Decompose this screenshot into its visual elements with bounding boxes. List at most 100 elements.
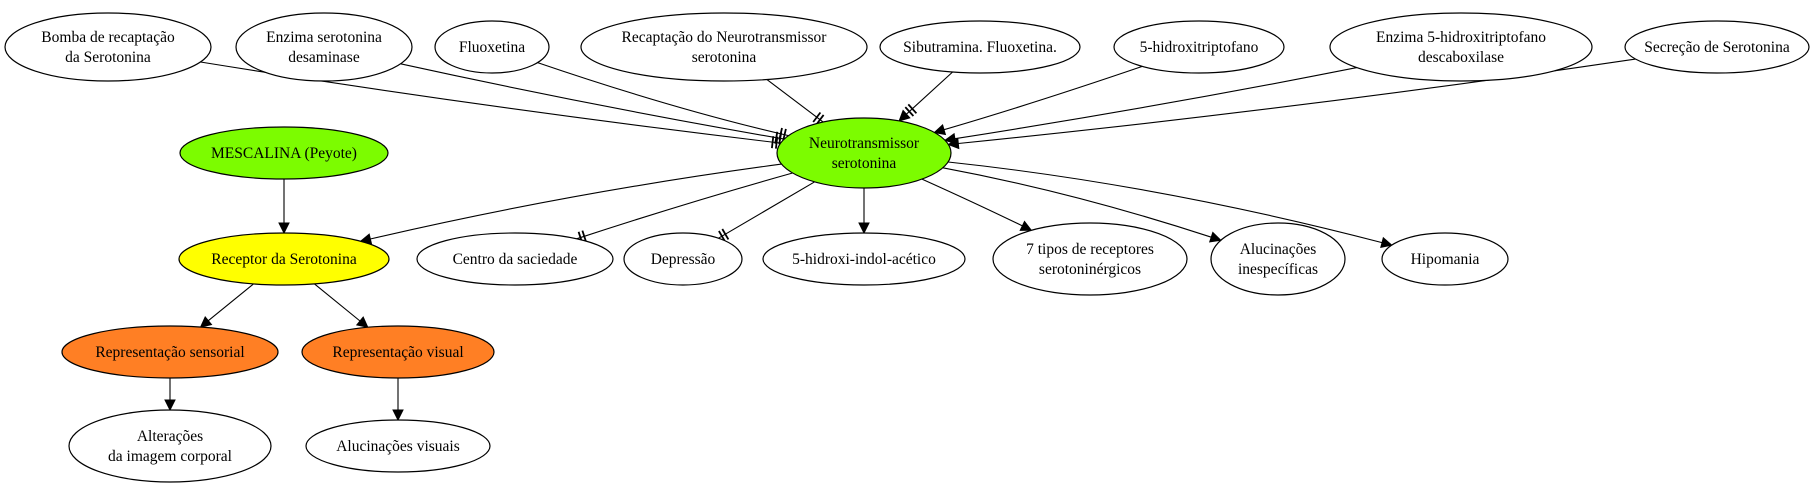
node-label: 5-hidroxitriptofano (1140, 39, 1259, 56)
node-ellipse (434, 20, 550, 74)
node-alteracoes: Alterações da imagem corporal (68, 409, 272, 483)
edge-line (766, 78, 824, 123)
edge-receptor-to-rep-sensorial (199, 283, 254, 328)
node-recaptacao: Recaptação do Neurotransmissor serotonina (580, 12, 868, 82)
node-ellipse (1113, 20, 1285, 74)
inhibition-mark (907, 103, 918, 114)
node-label: Alucinações visuais (336, 438, 460, 455)
node-ellipse (179, 126, 389, 180)
edge-line (207, 283, 254, 322)
arrowhead (1380, 236, 1393, 249)
edge-line (718, 181, 815, 239)
edge-recaptacao-to-neurotransmissor (766, 78, 825, 126)
node-indol: 5-hidroxi-indol-acético (762, 232, 966, 286)
node-label: serotonina (692, 49, 757, 66)
node-label: da imagem corporal (108, 448, 232, 465)
node-mescalina: MESCALINA (Peyote) (179, 126, 389, 180)
node-rep-sensorial: Representação sensorial (61, 325, 279, 379)
edge-neurotransmissor-to-depressao (718, 181, 815, 242)
edge-neurotransmissor-to-indol (858, 187, 870, 235)
node-saciedade: Centro da saciedade (416, 232, 614, 286)
node-label: Neurotransmissor (809, 135, 920, 152)
node-label: Sibutramina. Fluoxetina. (903, 39, 1057, 56)
node-ellipse (68, 409, 272, 483)
edge-line (537, 62, 789, 137)
edge-rep-visual-to-alucinacoes-visuais (392, 378, 404, 422)
node-label: Enzima 5-hidroxitriptofano (1376, 29, 1546, 46)
edge-line (921, 178, 1023, 227)
node-alucinacoes-visuais: Alucinações visuais (305, 419, 491, 473)
node-ellipse (61, 325, 279, 379)
arrowhead (933, 123, 947, 136)
node-ellipse (762, 232, 966, 286)
node-receptor: Receptor da Serotonina (178, 232, 390, 286)
node-ellipse (416, 232, 614, 286)
node-ellipse (1624, 20, 1810, 74)
arrowhead (858, 222, 870, 235)
node-ellipse (1210, 222, 1346, 296)
inhibition-mark (775, 136, 779, 149)
node-enzima-descaboxilase: Enzima 5-hidroxitriptofano descaboxilase (1329, 12, 1593, 82)
node-label: Secreção de Serotonina (1644, 39, 1790, 56)
node-label: serotonina (832, 155, 897, 172)
inhibition-mark (771, 136, 775, 149)
node-label: inespecíficas (1238, 261, 1318, 278)
edge-line (943, 65, 1143, 131)
edge-neurotransmissor-to-alucinacoes-inesp (942, 167, 1222, 243)
node-label: Centro da saciedade (453, 251, 578, 268)
node-secrecao: Secreção de Serotonina (1624, 20, 1810, 74)
edge-rep-sensorial-to-alteracoes (164, 378, 176, 412)
node-ellipse (305, 419, 491, 473)
node-ellipse (4, 12, 212, 82)
node-ellipse (235, 12, 413, 82)
node-ellipse (623, 232, 743, 286)
node-ellipse (776, 117, 952, 189)
node-label: Bomba de recaptação (41, 29, 175, 46)
edge-neurotransmissor-to-tipos-receptores (921, 178, 1033, 231)
node-hipomania: Hipomania (1381, 232, 1509, 286)
node-sibutramina: Sibutramina. Fluoxetina. (879, 20, 1081, 74)
node-label: Enzima serotonina (266, 29, 382, 46)
node-label: Depressão (651, 251, 716, 268)
edge-mescalina-to-receptor (278, 179, 290, 235)
edge-line (576, 172, 793, 240)
inhibition-mark (721, 228, 730, 240)
node-label: Representação sensorial (95, 344, 244, 361)
node-label: Fluoxetina (459, 39, 525, 56)
node-hidroxitriptofano: 5-hidroxitriptofano (1113, 20, 1285, 74)
node-label: 7 tipos de receptores (1026, 241, 1154, 258)
arrowhead (164, 399, 176, 412)
node-fluoxetina: Fluoxetina (434, 20, 550, 74)
edge-line (314, 283, 361, 322)
node-label: descaboxilase (1418, 49, 1504, 66)
node-label: Receptor da Serotonina (211, 251, 357, 268)
arrowhead (898, 109, 911, 122)
node-label: Recaptação do Neurotransmissor (622, 29, 828, 46)
node-ellipse (1381, 232, 1509, 286)
node-ellipse (301, 325, 495, 379)
node-ellipse (992, 222, 1188, 296)
edge-line (906, 71, 953, 115)
node-label: serotoninérgicos (1039, 261, 1141, 278)
edges-layer (164, 58, 1636, 422)
node-label: desaminase (288, 49, 360, 66)
edge-line (942, 167, 1212, 238)
node-ellipse (879, 20, 1081, 74)
node-tipos-receptores: 7 tipos de receptores serotoninérgicos (992, 222, 1188, 296)
edge-receptor-to-rep-visual (314, 283, 369, 329)
node-label: Alterações (137, 428, 203, 445)
inhibition-mark (581, 230, 587, 243)
arrowhead (278, 222, 290, 235)
edge-sibutramina-to-neurotransmissor (898, 71, 953, 122)
node-label: 5-hidroxi-indol-acético (792, 251, 936, 268)
arrowhead (1208, 231, 1222, 243)
edge-line (954, 67, 1358, 140)
edge-line (948, 161, 1383, 244)
node-label: MESCALINA (Peyote) (211, 145, 357, 162)
arrowhead (947, 137, 960, 150)
arrowhead (199, 315, 213, 328)
node-label: Alucinações (1240, 241, 1317, 258)
